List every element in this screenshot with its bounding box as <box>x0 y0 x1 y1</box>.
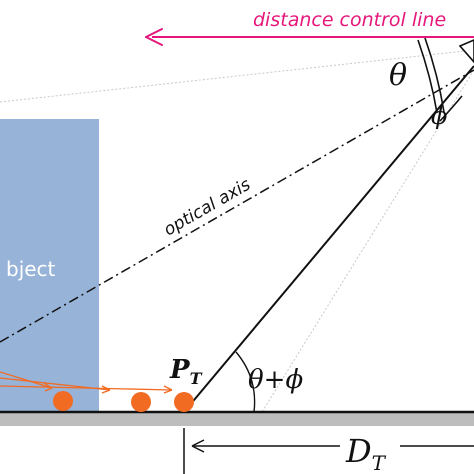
object-block <box>0 119 99 412</box>
theta-label: θ <box>389 58 407 93</box>
trajectory-arrow-1 <box>0 371 53 389</box>
ground-strip <box>0 413 474 426</box>
camera-icon <box>458 39 474 64</box>
theta-arc-outer <box>424 37 445 113</box>
trajectory-arrowhead-3 <box>163 385 173 394</box>
point-label-main: P <box>169 355 191 385</box>
distance-control-label: distance control line <box>253 9 446 31</box>
theta-arc-inner <box>417 39 438 114</box>
point-label-sub: T <box>190 369 203 388</box>
object-label: bject <box>6 257 56 281</box>
point-label: PT <box>169 355 203 388</box>
optical-axis-label: optical axis <box>161 175 255 241</box>
distance-label: DT <box>345 432 387 474</box>
angle-sum-label: θ+ϕ <box>248 365 303 395</box>
faint-line-top <box>0 49 474 103</box>
optical-axis-line <box>0 69 474 343</box>
ball-dot-1 <box>53 391 73 411</box>
phi-label: ϕ <box>431 102 447 130</box>
ball-dot-3 <box>174 392 194 412</box>
ball-dot-2 <box>131 392 151 412</box>
distance-label-sub: T <box>372 451 387 474</box>
ground-angle-arc <box>235 351 256 413</box>
distance-arrowhead <box>191 439 205 453</box>
distance-control-arrowhead <box>145 28 163 46</box>
trajectory-arrow-3 <box>0 385 173 391</box>
distance-label-main: D <box>345 432 372 470</box>
phi-arc <box>439 95 463 122</box>
sight-line <box>183 65 474 413</box>
faint-line-right <box>261 69 474 413</box>
